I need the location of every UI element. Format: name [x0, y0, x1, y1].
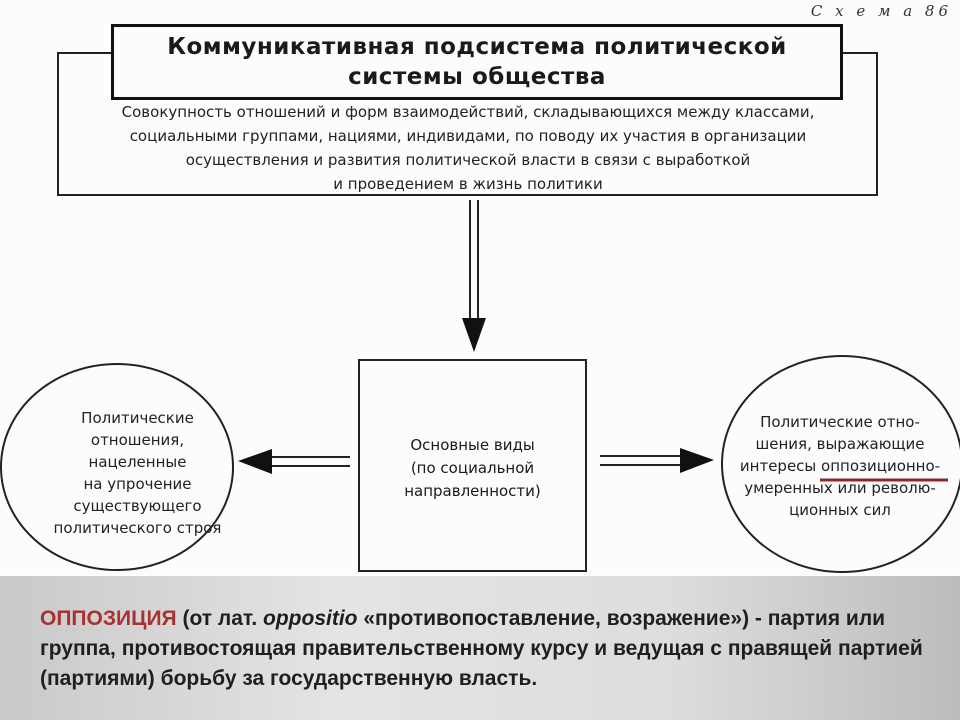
arrow-down-head — [462, 318, 486, 352]
left-circle-label: Политические отношения, нацеленные на уп… — [53, 409, 222, 537]
title-box: Коммуникативная подсистема политической … — [111, 24, 843, 100]
definition-term: ОППОЗИЦИЯ — [40, 607, 177, 630]
diagram-connectors — [0, 200, 960, 573]
scheme-label: С х е м а 86 — [810, 2, 952, 20]
left-circle-shape — [0, 363, 234, 571]
arrow-left-head — [238, 449, 272, 474]
definition-part2: «противопоставление, возражение») - парт… — [40, 607, 923, 690]
right-circle-label: Политические отно- шения, выражающие инт… — [739, 413, 941, 519]
definition-part1: (от лат. — [176, 607, 264, 630]
footer-panel — [0, 576, 960, 720]
right-circle-shape — [721, 355, 960, 573]
center-box-label: Основные виды (по социальной направленно… — [404, 436, 541, 500]
diagram-title: Коммуникативная подсистема политической … — [167, 34, 787, 90]
subsystem-description: Совокупность отношений и форм взаимодейс… — [121, 103, 815, 193]
definition-latin: oppositio — [263, 607, 358, 630]
opposition-definition: ОППОЗИЦИЯ (от лат. oppositio «противопос… — [40, 604, 940, 694]
center-box: Основные виды (по социальной направленно… — [358, 359, 587, 572]
arrow-right-head — [680, 448, 714, 473]
